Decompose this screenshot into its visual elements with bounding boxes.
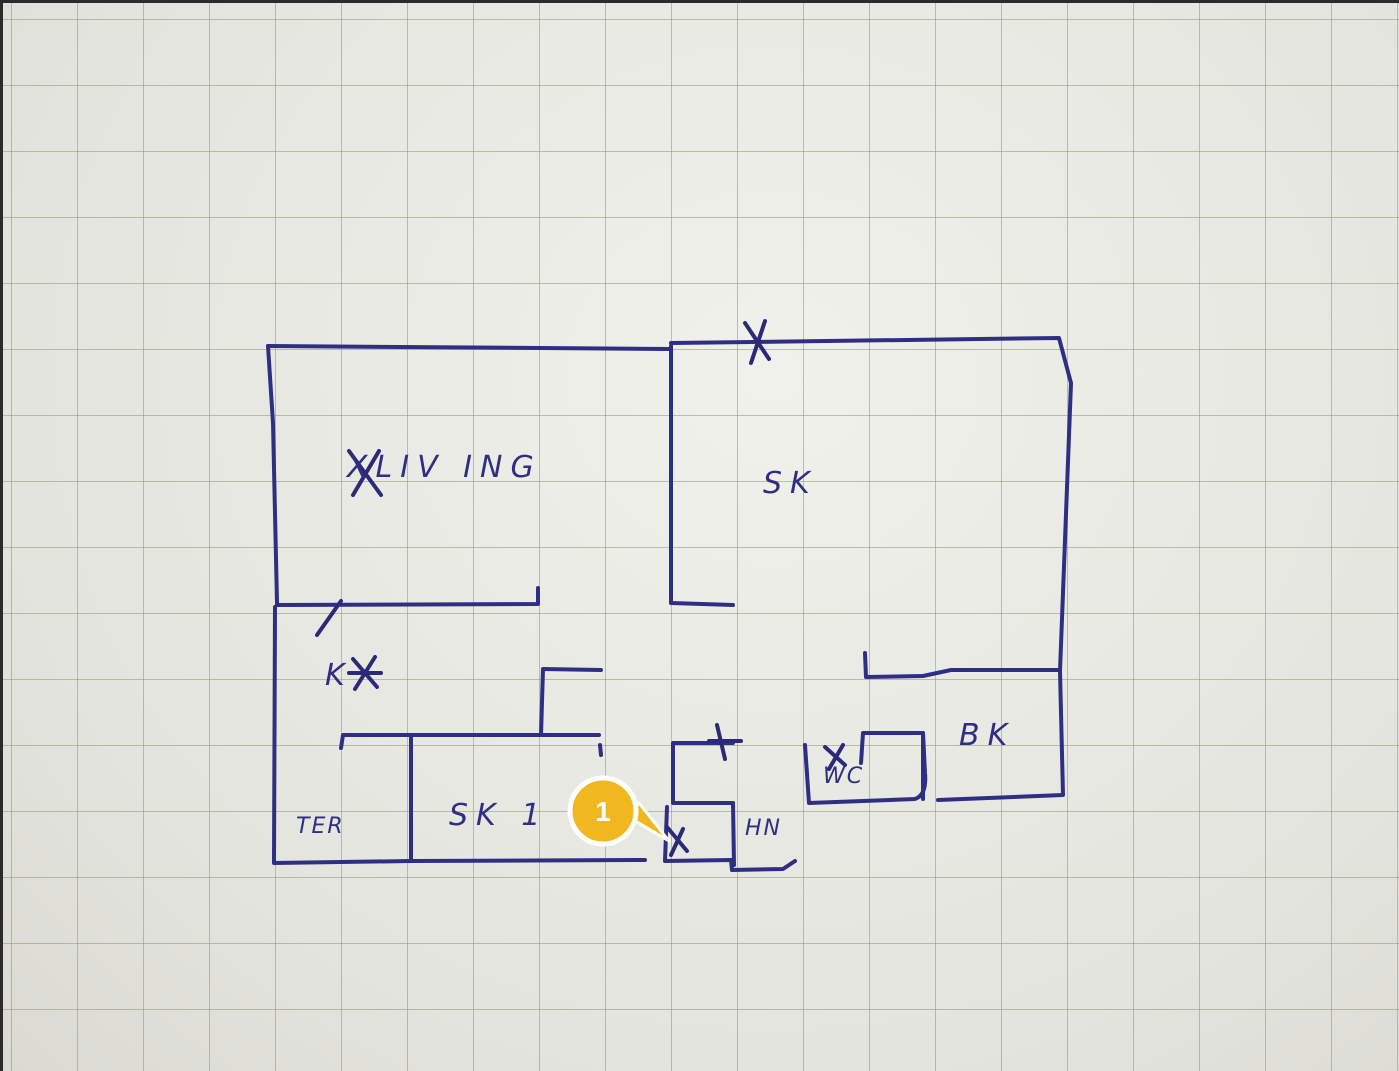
- door-mark-top: [743, 319, 771, 365]
- wall-k-bottom: [339, 733, 545, 750]
- room-label-hn: HN: [745, 816, 782, 841]
- wall-top-right: [669, 336, 1073, 802]
- room-label-ter: TER: [296, 814, 345, 839]
- wall-sk1-right-stub: [598, 743, 603, 757]
- wall-hall-lower: [663, 805, 797, 872]
- wall-sk-bottom: [863, 651, 1060, 679]
- door-mark-k: [315, 599, 343, 637]
- door-mark-wc: [823, 743, 847, 771]
- wall-hall-divider: [731, 801, 736, 867]
- wall-center-vertical: [669, 344, 735, 607]
- wall-hall-upper: [671, 741, 735, 805]
- room-label-sk: SK: [763, 466, 818, 501]
- callout-circle: [567, 775, 639, 847]
- callout-number: 1: [595, 796, 611, 827]
- room-label-k: K: [325, 658, 353, 693]
- wall-left-upper: [266, 344, 279, 605]
- door-mark-entrance: [665, 825, 689, 857]
- room-label-living: XLIV ING: [345, 450, 542, 485]
- room-label-bk: BK: [959, 718, 1015, 753]
- grid-paper: [3, 3, 1399, 1071]
- door-mark-k-star: [347, 655, 383, 691]
- wall-k-notch: [539, 667, 603, 737]
- room-label-sk1: SK 1: [449, 798, 548, 833]
- callout-badge[interactable]: 1: [567, 775, 671, 847]
- floor-plan-sketch: XLIV ING SK K SK 1 TER HN WC BK 1: [266, 319, 1073, 872]
- wall-top-left: [266, 344, 673, 351]
- wall-living-bottom: [275, 586, 540, 607]
- wall-left-lower: [272, 605, 647, 865]
- door-mark-living: [347, 449, 383, 497]
- door-mark-hall: [707, 723, 743, 761]
- room-label-wc: WC: [823, 764, 864, 789]
